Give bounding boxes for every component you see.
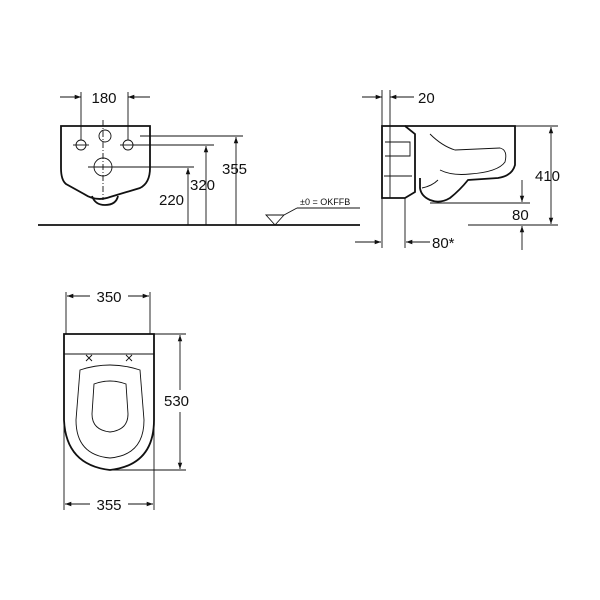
side-view: 20 410 80 80* bbox=[355, 90, 560, 252]
dim-320-label: 320 bbox=[190, 177, 215, 194]
side-bowl-inner bbox=[429, 133, 507, 175]
hinge-mark-left bbox=[85, 354, 93, 362]
frame-detail bbox=[385, 141, 411, 157]
dim-530-label: 530 bbox=[164, 393, 189, 410]
front-bowl-outline bbox=[60, 125, 151, 200]
top-seat-inner bbox=[75, 364, 145, 459]
water-inlet bbox=[98, 129, 112, 143]
leader-line bbox=[283, 207, 298, 216]
dim-80-label: 80 bbox=[512, 207, 529, 224]
hinge-mark-right bbox=[125, 354, 133, 362]
top-view: 350 530 355 bbox=[63, 289, 189, 514]
side-bowl-outline bbox=[405, 125, 516, 203]
dim-410-label: 410 bbox=[535, 168, 560, 185]
front-view: 180 355 320 220 bbox=[60, 90, 247, 225]
dim-180-label: 180 bbox=[91, 90, 116, 107]
top-bowl-opening bbox=[91, 380, 129, 433]
dim-220-label: 220 bbox=[159, 192, 184, 209]
dim-355-bottom-label: 355 bbox=[96, 497, 121, 514]
okffb-label: ±0 = OKFFB bbox=[300, 197, 350, 207]
dim-80-star-label: 80* bbox=[432, 235, 455, 252]
dim-350-label: 350 bbox=[96, 289, 121, 306]
dim-355-label: 355 bbox=[222, 161, 247, 178]
side-outlet bbox=[421, 179, 439, 189]
level-triangle bbox=[264, 214, 286, 226]
dim-20-label: 20 bbox=[418, 90, 435, 107]
floor-reference-mark: ±0 = OKFFB bbox=[264, 197, 360, 226]
front-outlet bbox=[91, 195, 119, 206]
side-wall-frame bbox=[381, 125, 416, 199]
